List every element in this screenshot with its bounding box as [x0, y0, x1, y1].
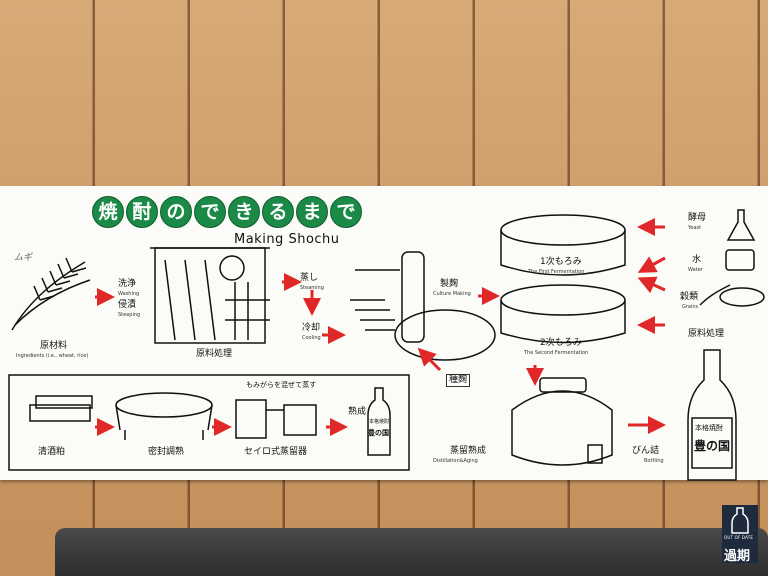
label-processing-2: 原料処理: [688, 329, 725, 339]
small-bottle-label-big: 豊の国: [368, 429, 389, 437]
title-char: 酎: [126, 196, 158, 228]
label-aging: 熟成: [348, 407, 367, 417]
label-culture-en: Culture Making: [433, 291, 471, 297]
bottle-label-big: 豊の国: [694, 439, 731, 453]
grain-stalk-icon: [699, 284, 731, 306]
label-second-fermentation-en: The Second Fermentation: [524, 350, 589, 356]
label-sealed-aging: 密封調熟: [148, 447, 185, 457]
yeast-flask-icon: [726, 209, 756, 241]
lower-section-frame: [8, 374, 410, 471]
label-ingredients: 原材料: [40, 341, 68, 351]
label-washing-en: Washing: [118, 291, 140, 297]
wheat-icon: [11, 257, 91, 331]
label-steaming: 蒸し: [300, 273, 319, 283]
bottle-logo-icon: [731, 507, 749, 534]
title-char: で: [330, 196, 362, 228]
label-cooling-en: Cooling: [302, 335, 321, 341]
koji-tank-icon: [350, 251, 496, 361]
sealed-tank-icon: [115, 392, 213, 440]
label-ingredients-en: Ingredients (i.e., wheat, rice): [16, 353, 89, 359]
label-grains: 穀類: [680, 292, 699, 302]
small-bottle-label-top: 本格焼酎: [369, 419, 390, 425]
label-second-fermentation: 2次もろみ: [540, 338, 582, 348]
logo-small-text: OUT OF DATE: [724, 535, 754, 540]
small-bottle-icon: [367, 387, 391, 456]
second-fermentation-tank-icon: [500, 284, 626, 344]
bench-back: [55, 528, 768, 576]
poster-subtitle: Making Shochu: [234, 232, 340, 247]
watermark-logo: OUT OF DATE 過期: [722, 505, 758, 564]
large-bottle-icon: [687, 349, 737, 481]
label-culture: 製麹: [440, 279, 459, 289]
bottle-label-small: 本格焼酎: [695, 424, 723, 432]
label-seiro-still: セイロ式蒸留器: [244, 447, 308, 457]
sake-lees-icon: [29, 395, 93, 422]
label-steaming-en: Steaming: [300, 285, 324, 291]
label-bottling: びん詰: [632, 446, 660, 456]
title-char: ま: [296, 196, 328, 228]
title-char: き: [228, 196, 260, 228]
distiller-icon: [511, 377, 613, 466]
label-yeast: 酵母: [688, 213, 707, 223]
first-fermentation-tank-icon: [500, 214, 626, 276]
washing-machine-icon: [150, 247, 270, 344]
water-container-icon: [725, 249, 755, 271]
label-first-fermentation: 1次もろみ: [540, 257, 582, 267]
label-water: 水: [692, 255, 702, 265]
corn-icon: [719, 287, 765, 307]
label-cooling: 冷却: [302, 323, 321, 333]
title-char: る: [262, 196, 294, 228]
label-washing: 洗浄: [118, 279, 137, 289]
label-distillation: 蒸留熟成: [450, 446, 487, 456]
title-char: で: [194, 196, 226, 228]
label-bottling-en: Bottling: [644, 458, 664, 464]
poster-title: 焼 酎 の で き る ま で: [92, 196, 362, 228]
seiro-still-icon: [235, 399, 317, 439]
stamp-text: ムギ: [14, 253, 33, 263]
label-husk-note: もみがらを混ぜて蒸す: [246, 381, 317, 389]
label-processing: 原料処理: [196, 349, 233, 359]
label-grains-en: Grains: [682, 304, 699, 310]
label-distillation-en: Distillation&Aging: [433, 458, 478, 464]
label-sake-lees: 清酒粕: [38, 447, 66, 457]
title-char: の: [160, 196, 192, 228]
label-water-en: Water: [688, 267, 703, 273]
label-first-fermentation-en: The First Fermentation: [528, 269, 585, 275]
label-steeping: 侵漬: [118, 300, 137, 310]
title-char: 焼: [92, 196, 124, 228]
label-steeping-en: Steeping: [118, 312, 141, 318]
label-koji: 種麹: [446, 374, 471, 387]
label-yeast-en: Yeast: [688, 225, 702, 231]
logo-big-text: 過期: [724, 549, 751, 564]
